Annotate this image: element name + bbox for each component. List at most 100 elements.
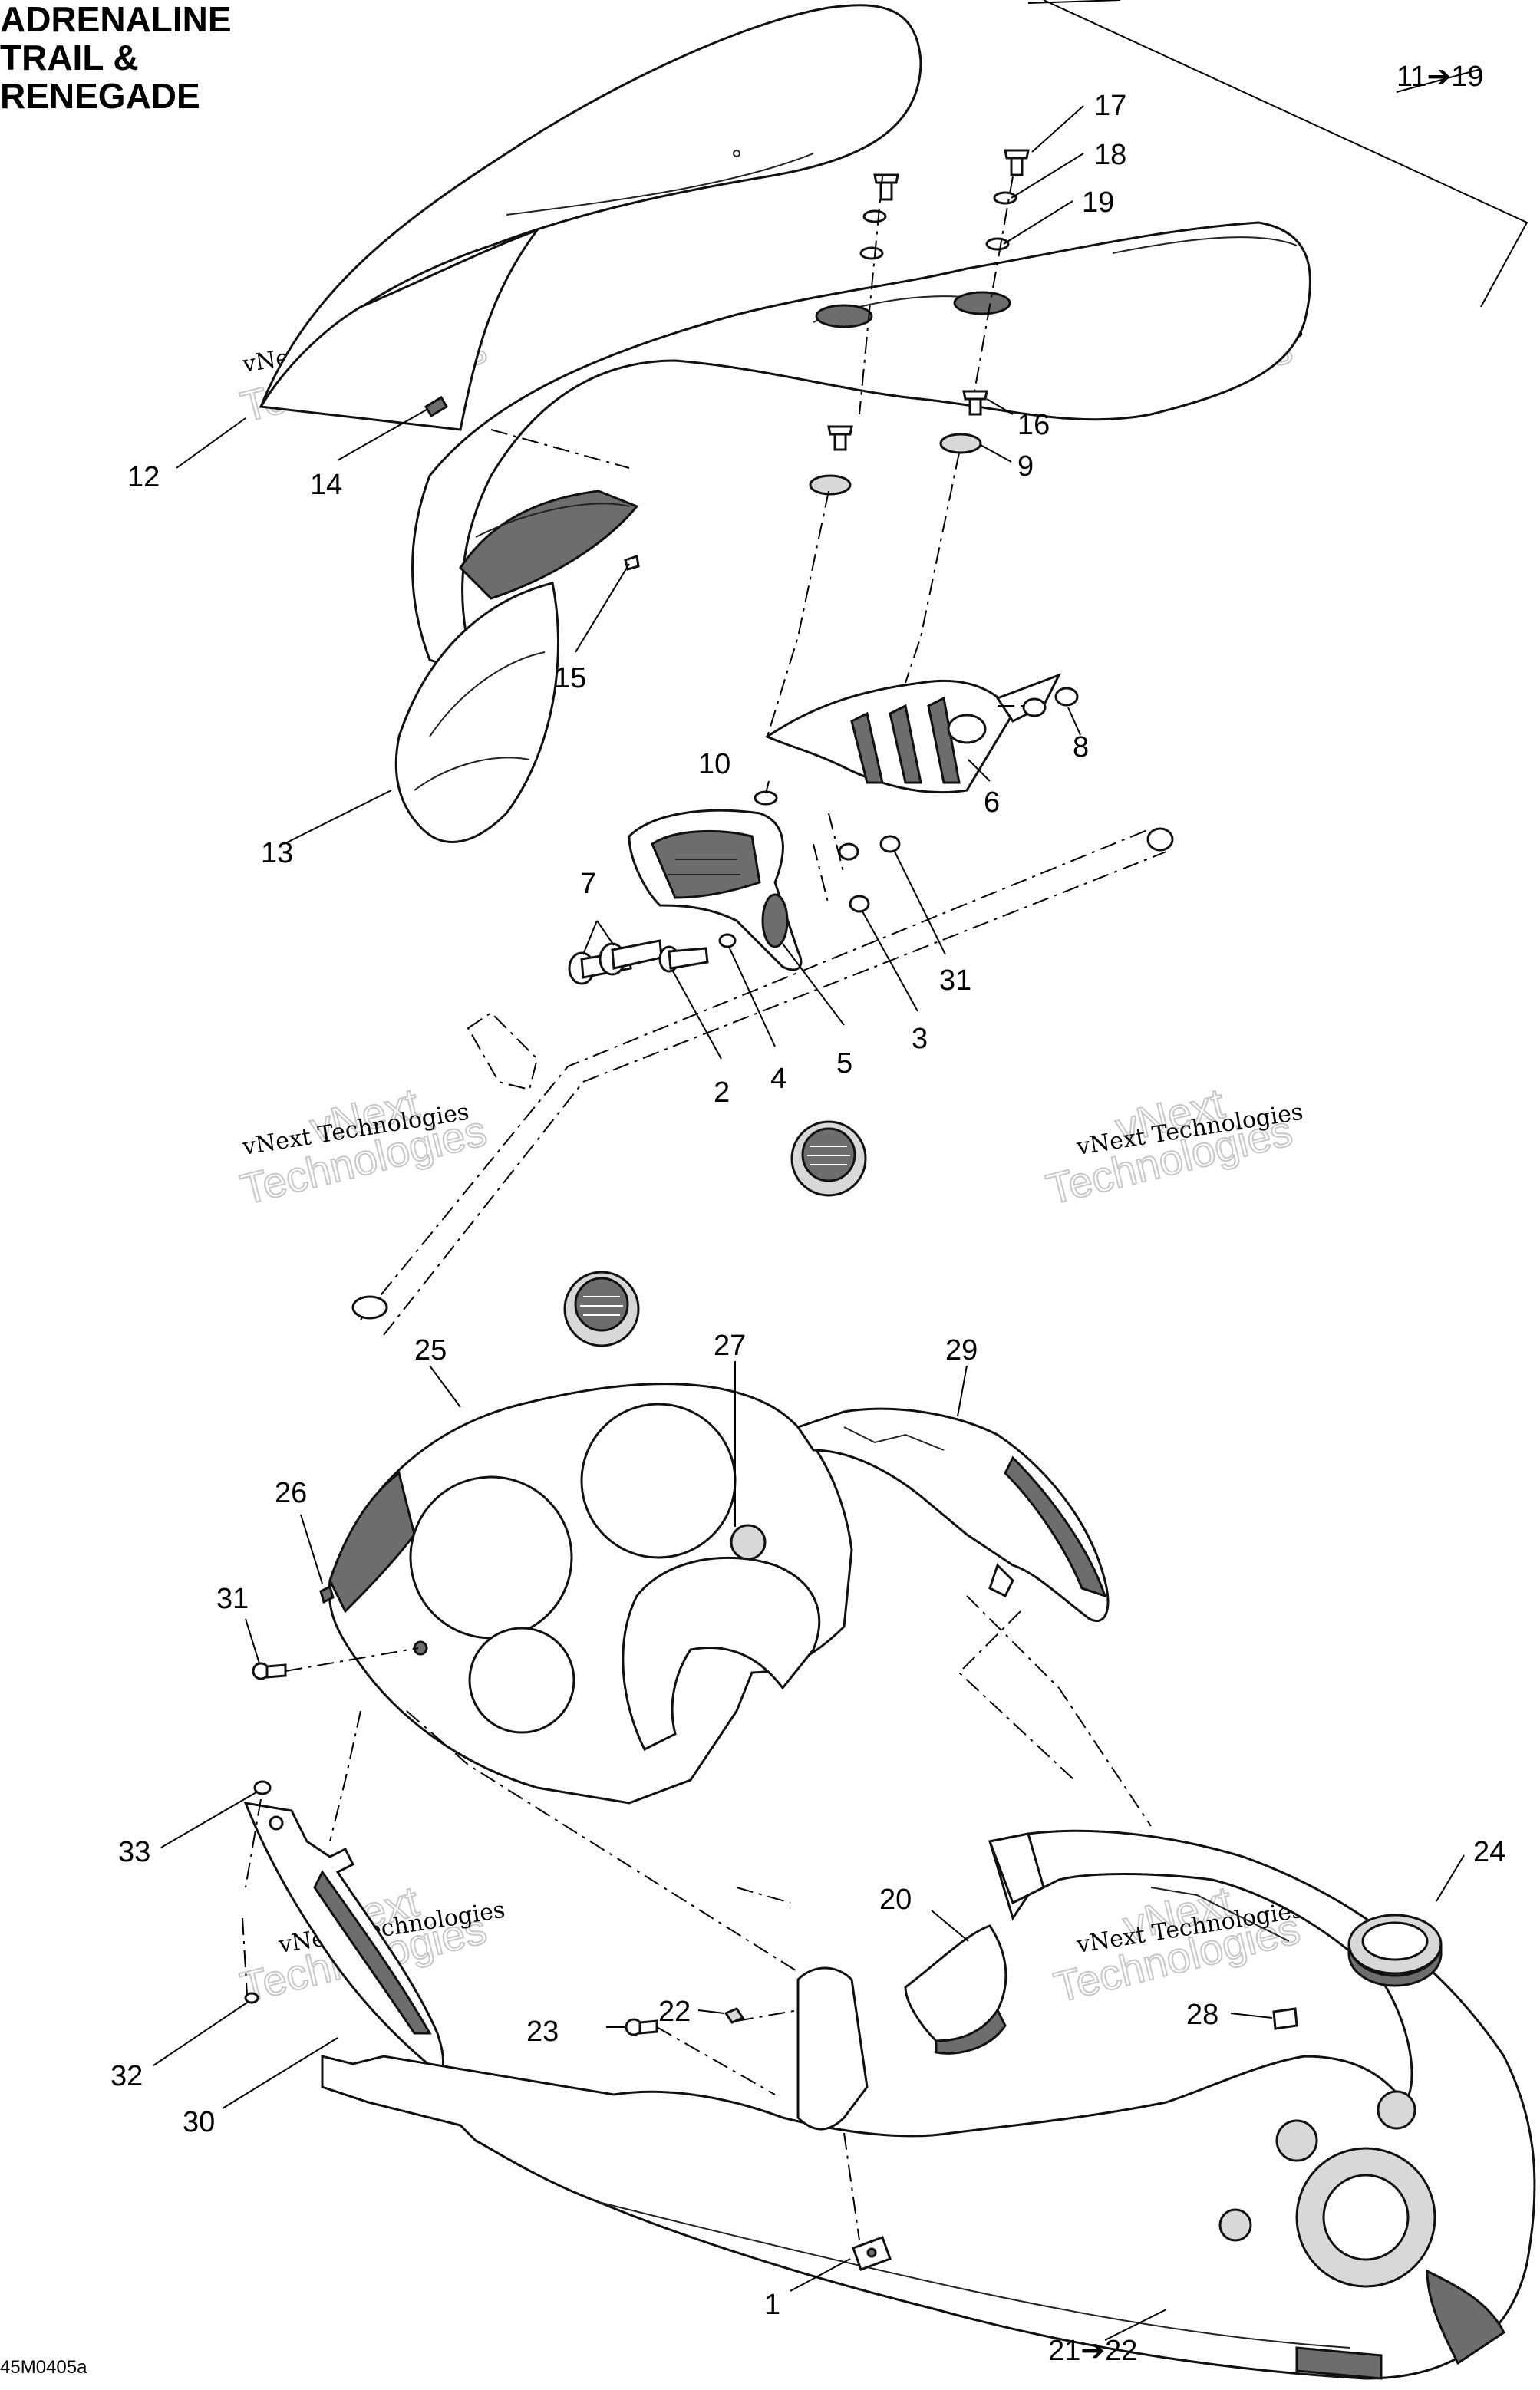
callout-19: 19 bbox=[1082, 186, 1114, 219]
callout-31-upper: 31 bbox=[939, 964, 971, 997]
leader-14 bbox=[337, 409, 427, 461]
windshield bbox=[259, 4, 922, 431]
callout-25: 25 bbox=[414, 1334, 447, 1366]
callout-23: 23 bbox=[526, 2016, 559, 2048]
callout-27: 27 bbox=[714, 1330, 746, 1362]
leader-30 bbox=[222, 2037, 338, 2109]
handlebar-phantom bbox=[351, 827, 1174, 1336]
leader-7 bbox=[582, 920, 615, 955]
dash-fastener-right bbox=[974, 176, 1014, 392]
dash-grommet-left bbox=[767, 490, 829, 737]
callout-11-19: 11➔19 bbox=[1397, 61, 1484, 93]
leader-20 bbox=[931, 1910, 969, 1942]
screw-23 bbox=[625, 2018, 658, 2036]
leader-18 bbox=[1011, 153, 1084, 199]
leader-21-22 bbox=[1104, 2309, 1167, 2341]
callout-32: 32 bbox=[110, 2060, 143, 2092]
bracket-1 bbox=[852, 2236, 892, 2271]
leader-29 bbox=[957, 1365, 968, 1417]
callout-12: 12 bbox=[127, 461, 160, 493]
model-line-1: ADRENALINE bbox=[0, 0, 232, 39]
clip-22 bbox=[724, 2007, 745, 2024]
group-bracket-top bbox=[1027, 0, 1121, 4]
leader-19 bbox=[1003, 200, 1073, 245]
fuel-cap-ring-24 bbox=[1347, 1914, 1443, 1987]
leader-25 bbox=[429, 1365, 461, 1408]
callout-18: 18 bbox=[1094, 139, 1126, 171]
screw-31-lower bbox=[252, 1662, 287, 1680]
callout-10: 10 bbox=[698, 748, 730, 780]
callout-24: 24 bbox=[1473, 1836, 1505, 1868]
watermark-mid-left: vNext Technologies vNext Technologies bbox=[236, 1078, 492, 1215]
leader-17 bbox=[1031, 105, 1084, 153]
leader-28 bbox=[1230, 2013, 1273, 2019]
leader-16 bbox=[986, 398, 1014, 415]
dash-22 bbox=[736, 2009, 799, 2022]
leader-4 bbox=[728, 946, 776, 1047]
leader-15 bbox=[575, 563, 630, 653]
callout-22: 22 bbox=[658, 1996, 691, 2028]
washer-4 bbox=[718, 933, 737, 948]
figure-code: 45M0405a bbox=[0, 2357, 87, 2378]
leader-33 bbox=[160, 1792, 257, 1848]
wind-deflector bbox=[394, 582, 559, 843]
leader-12 bbox=[176, 417, 246, 469]
leader-8 bbox=[1067, 707, 1081, 736]
dash-cover-console bbox=[966, 1595, 1152, 1827]
leader-31-upper bbox=[893, 849, 946, 955]
clip-28 bbox=[1272, 2007, 1298, 2030]
callout-9: 9 bbox=[1017, 450, 1034, 483]
dash-panel-32 bbox=[242, 1917, 248, 1996]
model-line-2: TRAIL & bbox=[0, 38, 139, 77]
nut-31-upper bbox=[879, 835, 901, 853]
callout-4: 4 bbox=[770, 1063, 786, 1095]
bolts-7 bbox=[568, 939, 663, 985]
side-cover-29 bbox=[796, 1407, 1110, 1622]
dash-fastener-left bbox=[859, 176, 883, 415]
model-title: ADRENALINE TRAIL & RENEGADE bbox=[0, 0, 232, 115]
callout-21-22: 21➔22 bbox=[1048, 2335, 1137, 2367]
leader-26 bbox=[300, 1514, 323, 1584]
callout-2: 2 bbox=[714, 1076, 730, 1109]
dash-console-top bbox=[736, 1887, 791, 1904]
nut-32 bbox=[244, 1992, 259, 2004]
leader-10 bbox=[765, 780, 770, 794]
dash-grommet-right bbox=[905, 452, 960, 684]
nuts-8 bbox=[1022, 687, 1079, 717]
clip-14 bbox=[424, 395, 449, 418]
washer-10 bbox=[754, 790, 778, 806]
callout-17: 17 bbox=[1094, 90, 1126, 122]
dash-cover-console-b bbox=[958, 1610, 1075, 1781]
leader-32 bbox=[153, 2002, 248, 2066]
callout-7: 7 bbox=[580, 868, 596, 900]
leader-24 bbox=[1436, 1854, 1465, 1902]
nuts-3 bbox=[838, 842, 870, 913]
dash-14-15 bbox=[490, 429, 630, 469]
clip-26 bbox=[319, 1584, 335, 1604]
leader-31-lower bbox=[245, 1618, 260, 1664]
washer-33 bbox=[253, 1780, 272, 1795]
gauge-housing-5 bbox=[628, 809, 803, 971]
callout-16: 16 bbox=[1017, 409, 1050, 441]
grommets-9-16 bbox=[809, 390, 988, 496]
callout-14: 14 bbox=[310, 469, 342, 501]
support-bracket-6 bbox=[765, 673, 1062, 794]
group-bracket-11-19 bbox=[1043, 0, 1528, 308]
callout-8: 8 bbox=[1073, 731, 1089, 763]
alignment-dash-31 bbox=[285, 1647, 419, 1672]
dash-23 bbox=[656, 2026, 776, 2095]
callout-30: 30 bbox=[183, 2106, 215, 2138]
upper-fairing bbox=[411, 221, 1311, 677]
alignment-dash-gauge bbox=[813, 813, 845, 906]
leader-3 bbox=[862, 911, 918, 1012]
dash-1 bbox=[843, 2132, 860, 2241]
badge-lower bbox=[563, 1271, 640, 1347]
badge-upper bbox=[790, 1120, 867, 1197]
leader-13 bbox=[283, 790, 392, 845]
side-panel-30 bbox=[243, 1802, 444, 2073]
callout-13: 13 bbox=[261, 837, 293, 869]
callout-31-lower: 31 bbox=[216, 1583, 249, 1615]
callout-33: 33 bbox=[118, 1836, 150, 1868]
lower-console bbox=[321, 1829, 1536, 2380]
dash-bezel-panel-a bbox=[329, 1710, 361, 1842]
